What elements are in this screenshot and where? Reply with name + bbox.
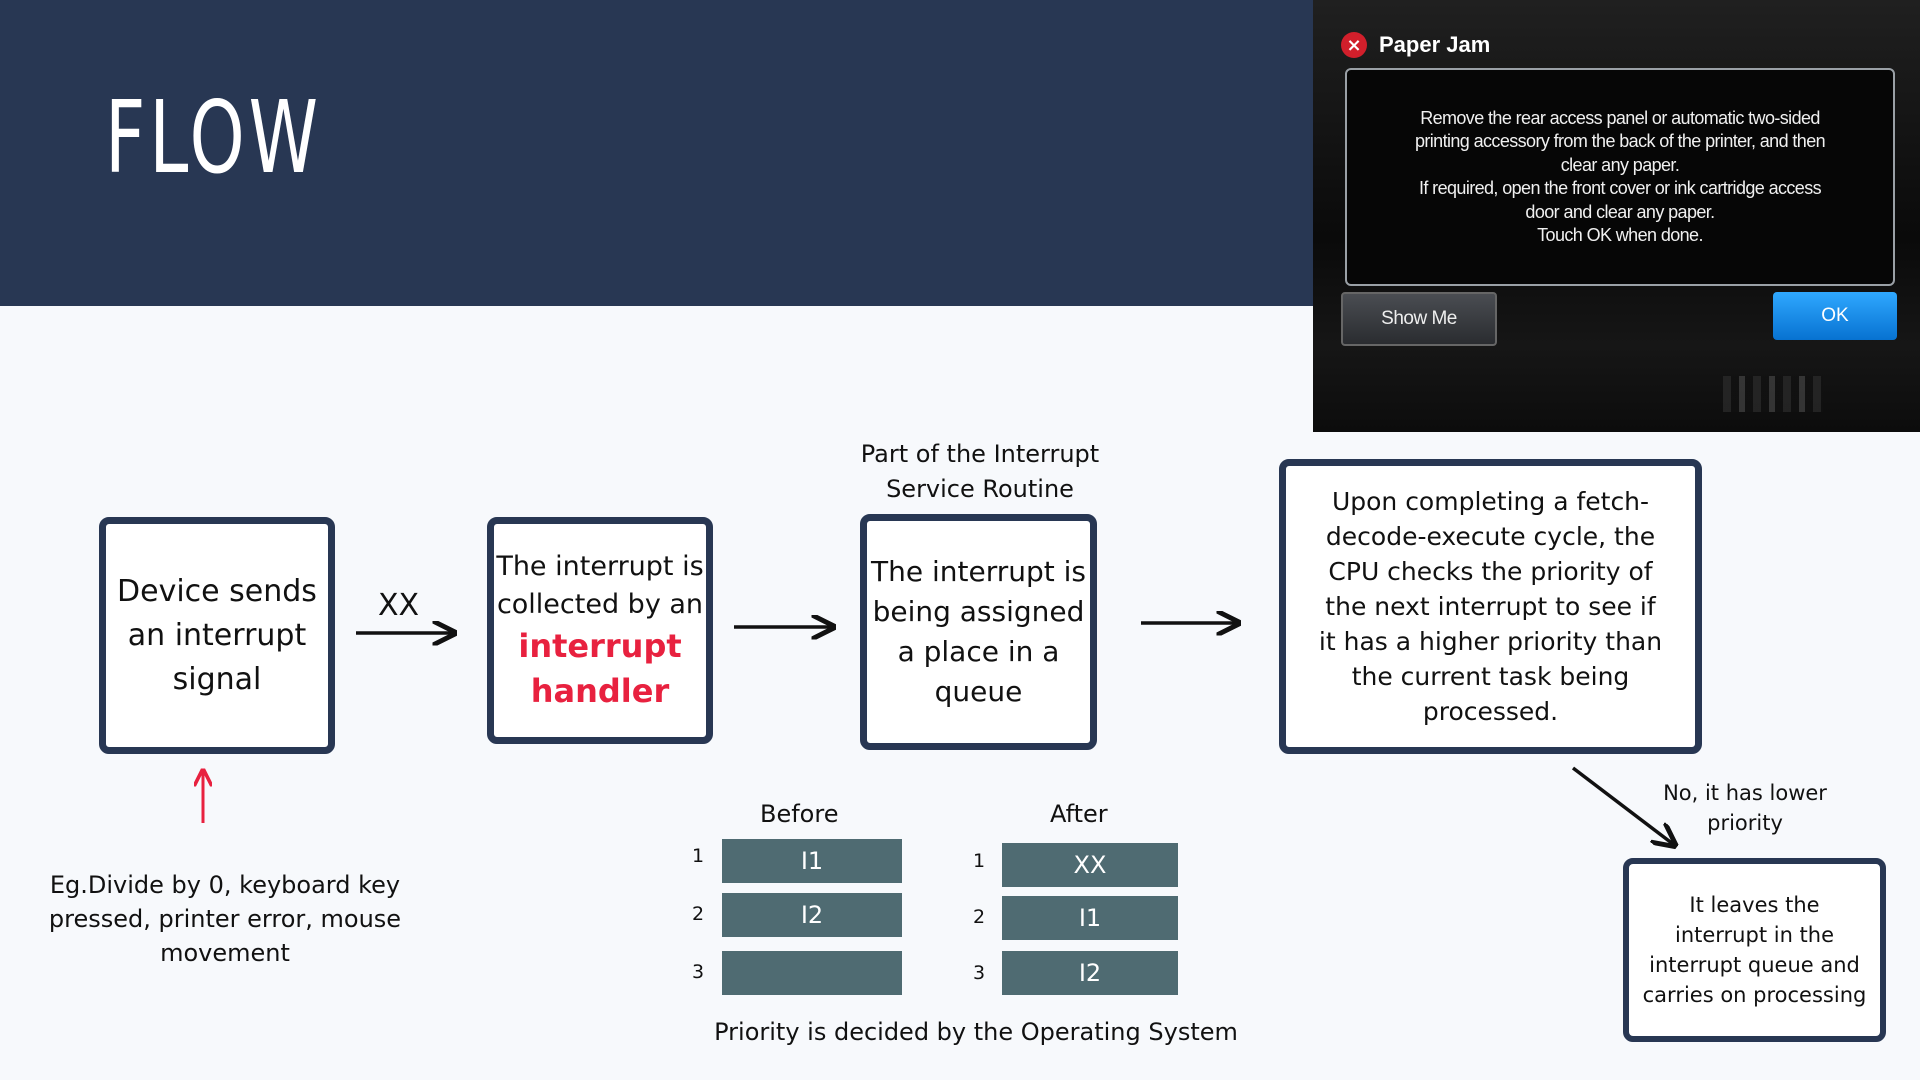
dialog-message-line: If required, open the front cover or ink…	[1418, 178, 1822, 198]
isr-label: Part of the Interrupt Service Routine	[860, 440, 1100, 503]
before-queue-label: Before	[760, 800, 839, 828]
queue-cell: XX	[1002, 843, 1178, 887]
arrow-label-xx: XX	[378, 588, 420, 623]
dialog-message-line: Remove the rear access panel or automati…	[1420, 107, 1820, 128]
dialog-message-line: clear any paper.	[1560, 154, 1680, 175]
header-band	[0, 0, 1313, 306]
printer-hardware-detail	[1723, 376, 1823, 412]
printer-error-photo: × Paper Jam Remove the rear access panel…	[1313, 0, 1920, 432]
show-me-button[interactable]: Show Me	[1341, 292, 1497, 346]
queue-cell: I2	[1002, 951, 1178, 995]
slide-title: FLOW	[105, 79, 322, 196]
step-cpu-checks-priority: Upon completing a fetch-decode-execute c…	[1279, 459, 1702, 754]
step-assigned-queue: The interrupt is being assigned a place …	[860, 514, 1097, 750]
step-text: The interrupt is being assigned a place …	[870, 555, 1086, 708]
example-text: Eg.Divide by 0, keyboard key pressed, pr…	[48, 871, 402, 967]
step-text: Device sends an interrupt signal	[117, 573, 317, 697]
queue-slot-number: 1	[973, 850, 986, 872]
dialog-title: Paper Jam	[1379, 32, 1491, 57]
dialog-message-box: Remove the rear access panel or automati…	[1345, 68, 1895, 286]
step-leaves-interrupt: It leaves the interrupt in the interrupt…	[1623, 858, 1886, 1042]
queue-slot-number: 2	[692, 903, 705, 925]
step-device-sends-signal: Device sends an interrupt signal	[99, 517, 335, 754]
step-text: Upon completing a fetch-decode-execute c…	[1318, 487, 1663, 726]
step-interrupt-collected: The interrupt is collected by an interru…	[487, 517, 713, 744]
branch-label-lower-priority: No, it has lower priority	[1663, 781, 1827, 835]
queue-cell: I1	[722, 839, 902, 883]
dialog-message-line: door and clear any paper.	[1525, 201, 1715, 222]
step-text: The interrupt is collected by an	[496, 550, 704, 620]
queue-cell: I1	[1002, 896, 1178, 940]
highlight-interrupt-handler: interrupt handler	[518, 626, 682, 710]
queue-slot-number: 3	[692, 961, 705, 983]
dialog-title-row: × Paper Jam	[1341, 28, 1490, 62]
error-x-icon: ×	[1341, 32, 1367, 58]
priority-caption: Priority is decided by the Operating Sys…	[714, 1018, 1238, 1046]
queue-slot-number: 2	[973, 906, 986, 928]
queue-slot-number: 3	[973, 962, 986, 984]
dialog-message-line: Touch OK when done.	[1537, 225, 1703, 245]
queue-slot-number: 1	[692, 845, 705, 867]
dialog-message-line: printing accessory from the back of the …	[1414, 131, 1826, 151]
queue-cell: I2	[722, 893, 902, 937]
queue-cell	[722, 951, 902, 995]
after-queue-label: After	[1050, 800, 1108, 828]
ok-button[interactable]: OK	[1773, 292, 1897, 340]
step-text: It leaves the interrupt in the interrupt…	[1642, 893, 1867, 1007]
